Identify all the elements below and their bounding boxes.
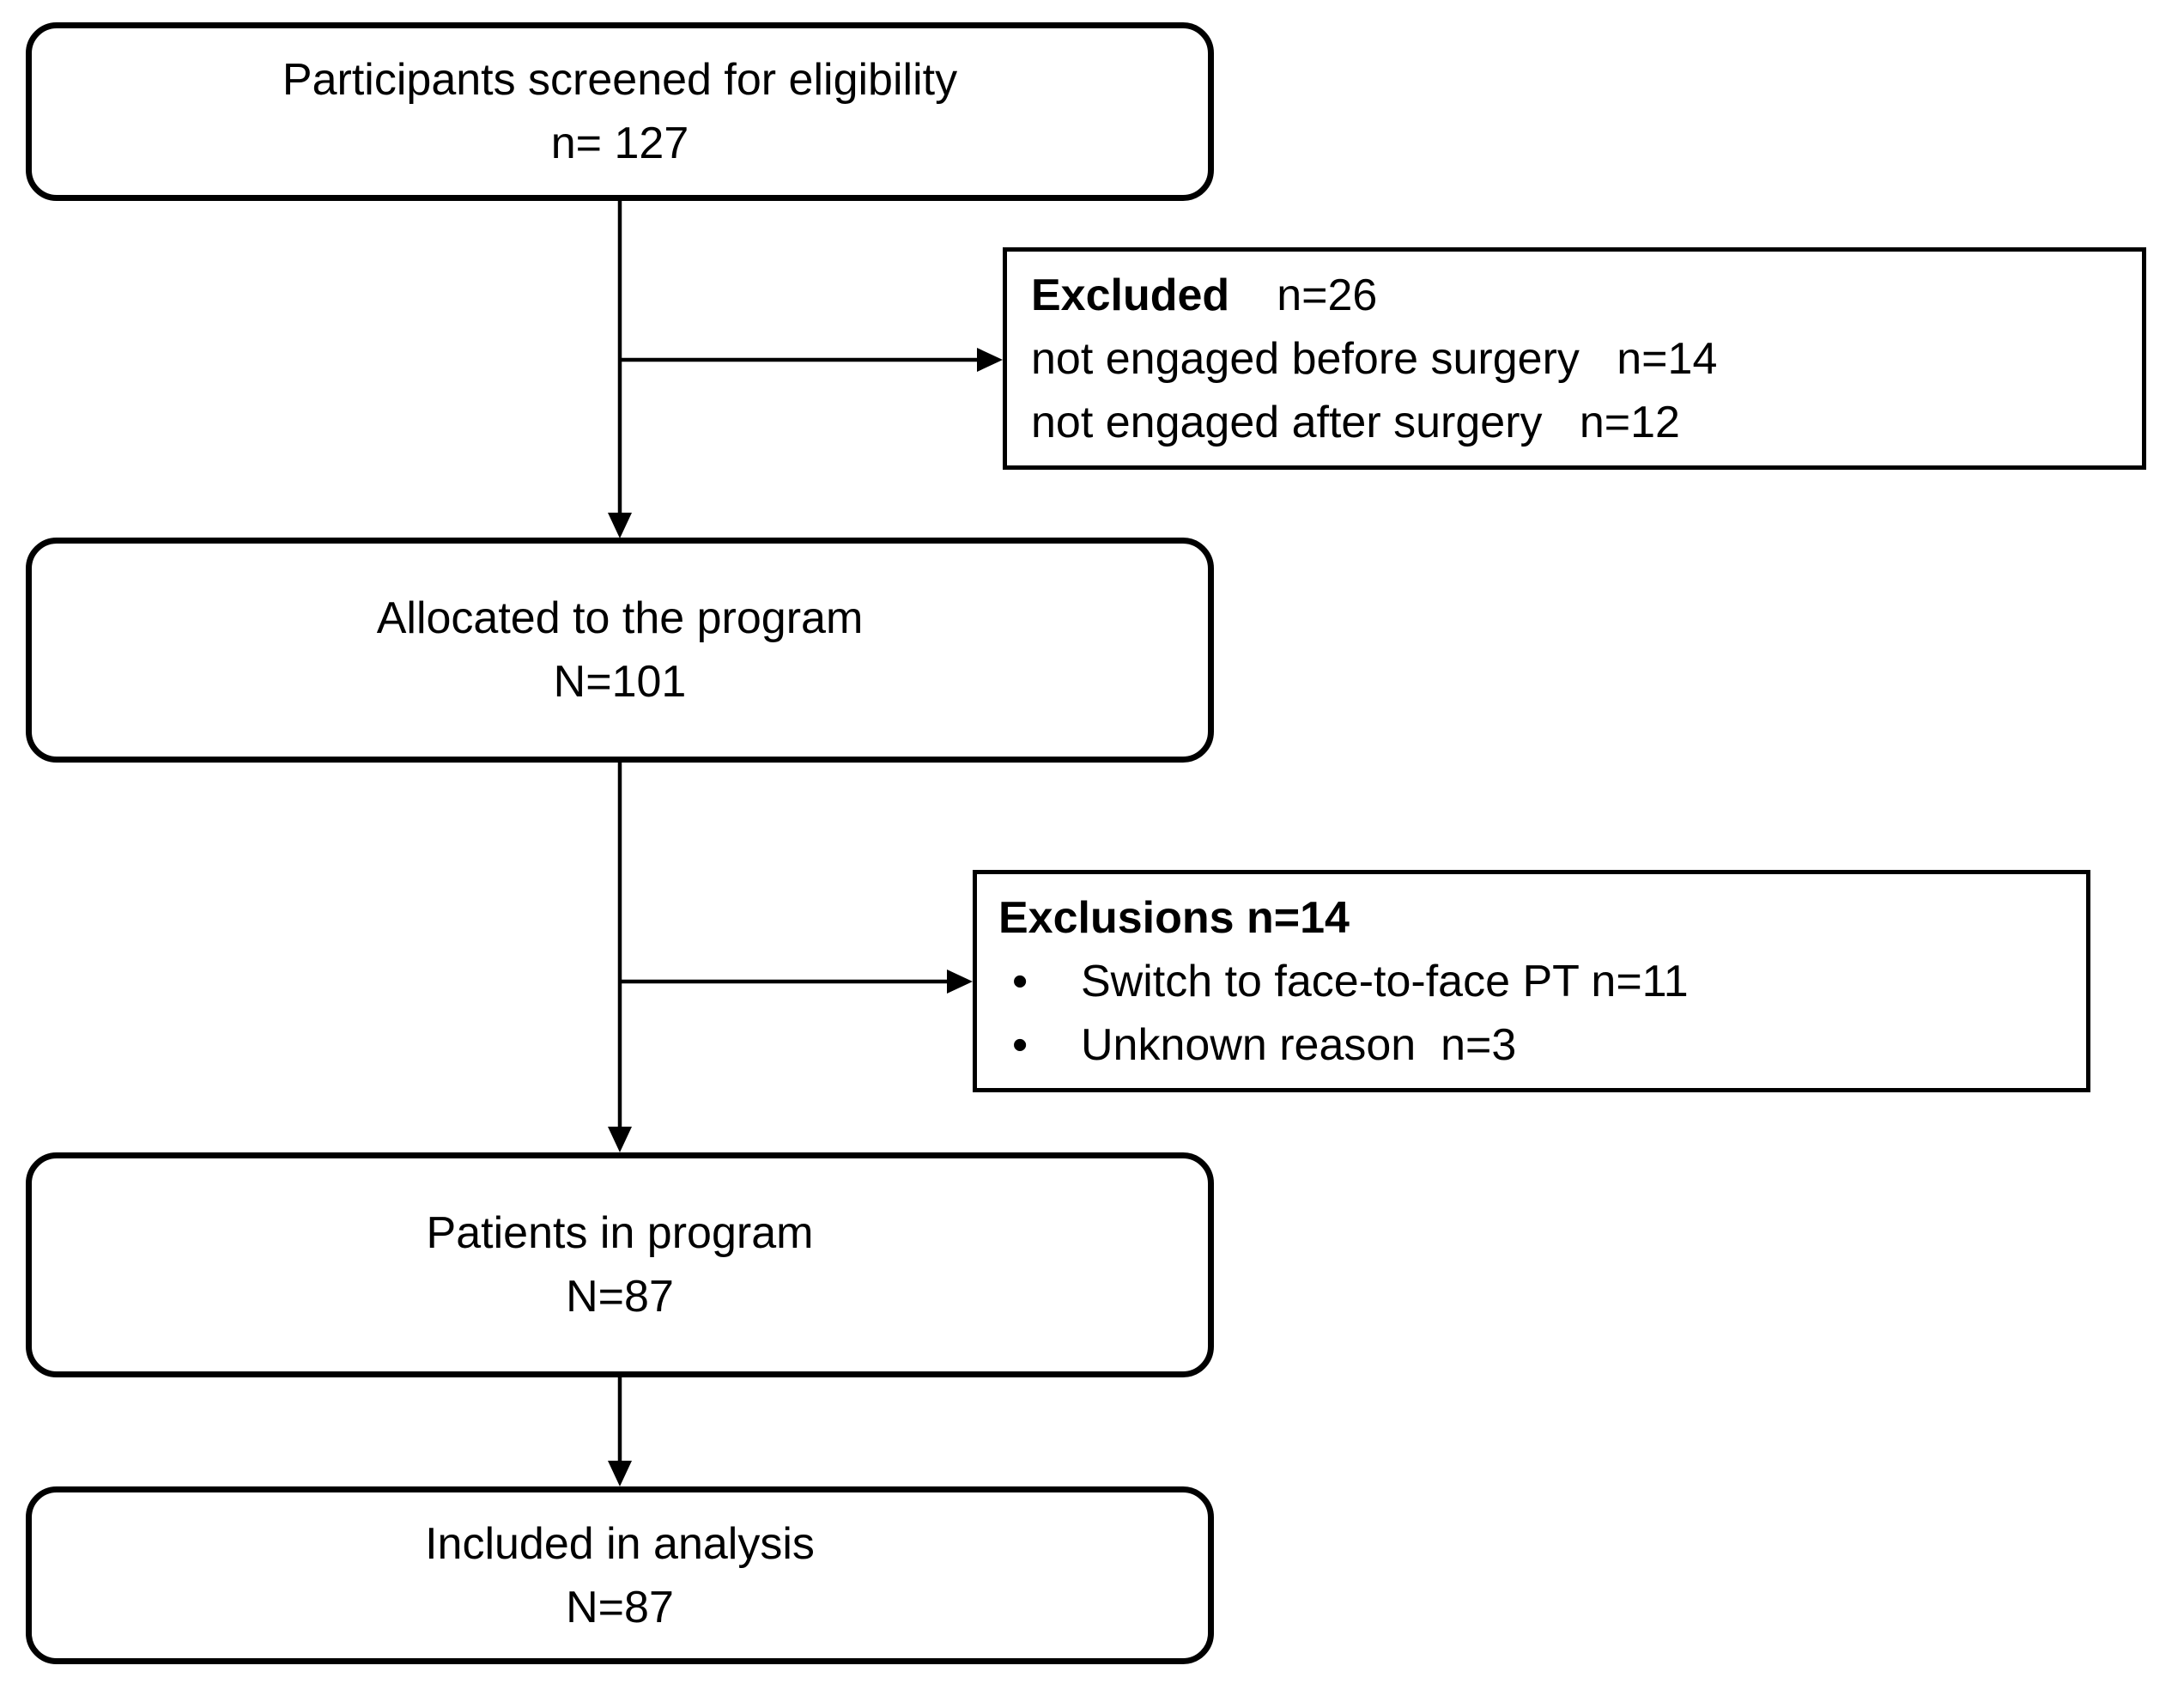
node-excluded: Excluded n=26 not engaged before surgery… xyxy=(1003,247,2146,470)
bullet-icon: • xyxy=(1012,956,1028,1006)
node-analysis-title: Included in analysis xyxy=(425,1518,815,1569)
node-program-title: Patients in program xyxy=(426,1208,814,1258)
arrowhead-branch-exclusions xyxy=(947,970,973,994)
node-program: Patients in program N=87 xyxy=(26,1152,1214,1377)
exclusions-row: Unknown reason n=3 xyxy=(1081,1019,1517,1070)
bullet-icon: • xyxy=(1012,1019,1028,1070)
node-screened-count: n= 127 xyxy=(550,119,689,168)
exclusions-row: Switch to face-to-face PT n=11 xyxy=(1081,956,1689,1006)
arrowhead-branch-excluded xyxy=(977,348,1003,372)
excluded-heading-count: n=26 xyxy=(1277,270,1378,320)
node-screened-title: Participants screened for eligibility xyxy=(282,55,958,105)
exclusions-bullet-row: • Switch to face-to-face PT n=11 xyxy=(998,950,1689,1013)
node-allocated-count: N=101 xyxy=(553,657,687,707)
node-program-count: N=87 xyxy=(566,1272,674,1322)
node-analysis-count: N=87 xyxy=(566,1582,674,1632)
exclusions-heading: Exclusions n=14 xyxy=(998,892,1350,943)
excluded-row: not engaged before surgery n=14 xyxy=(1031,333,1718,384)
node-screened: Participants screened for eligibility n=… xyxy=(26,22,1214,201)
excluded-heading: Excluded xyxy=(1031,270,1230,320)
node-exclusions: Exclusions n=14 • Switch to face-to-face… xyxy=(973,870,2090,1092)
node-allocated-title: Allocated to the program xyxy=(376,593,864,643)
excluded-row: not engaged after surgery n=12 xyxy=(1031,397,1680,447)
exclusions-bullet-row: • Unknown reason n=3 xyxy=(998,1013,1516,1077)
arrowhead-screened-allocated xyxy=(608,513,632,538)
excluded-heading-row: Excluded n=26 xyxy=(1031,264,1377,327)
node-allocated: Allocated to the program N=101 xyxy=(26,538,1214,763)
arrowhead-allocated-program xyxy=(608,1127,632,1152)
arrowhead-program-analysis xyxy=(608,1461,632,1486)
node-analysis: Included in analysis N=87 xyxy=(26,1486,1214,1664)
